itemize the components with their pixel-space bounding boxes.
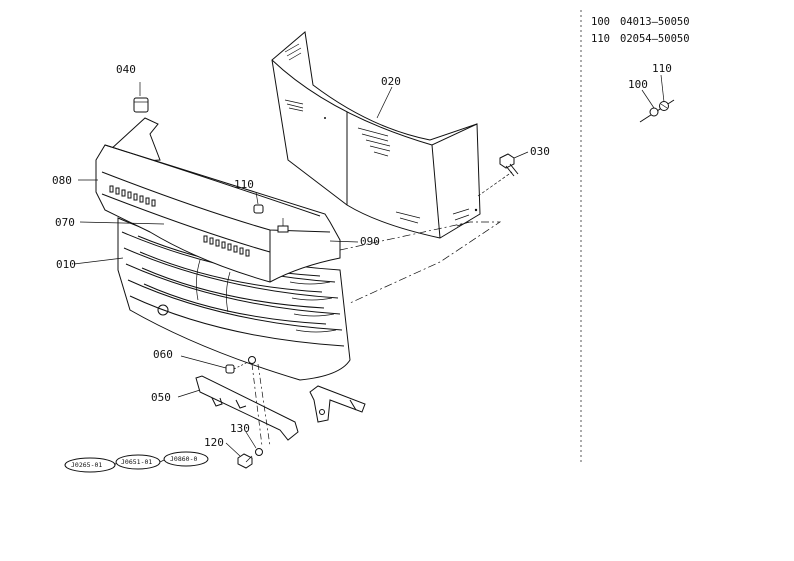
bolt-030: 030 xyxy=(477,145,550,197)
parts-table-ref-100: 100 xyxy=(591,16,610,28)
vent-slots-left xyxy=(109,185,156,207)
bracket-050: 050 xyxy=(151,375,299,441)
callout-110-detail: 110 xyxy=(652,62,672,75)
lower-bracket-right xyxy=(309,385,366,423)
reference-stamps: J0265-01 J0651-01 J0860-0 xyxy=(64,451,209,473)
detail-fasteners: 100 110 xyxy=(628,62,675,123)
parts-table-number-100: 04013—50050 xyxy=(620,16,690,28)
rear-cover-panel: 020 xyxy=(271,31,481,239)
stamp-3: J0860-0 xyxy=(170,455,197,463)
callout-040: 040 xyxy=(116,63,136,76)
callout-010: 010 xyxy=(56,258,76,271)
callout-030: 030 xyxy=(530,145,550,158)
callout-060: 060 xyxy=(153,348,173,361)
callout-120: 120 xyxy=(204,436,224,449)
parts-table-ref-110: 110 xyxy=(591,33,610,45)
cap-040: 040 xyxy=(116,63,149,113)
callout-100-detail: 100 xyxy=(628,78,648,91)
parts-table-number-110: 02054—50050 xyxy=(620,33,690,45)
vent-slots-right xyxy=(203,235,250,257)
callout-080: 080 xyxy=(52,174,72,187)
stamp-1: J0265-01 xyxy=(71,461,102,469)
callout-020: 020 xyxy=(381,75,401,88)
front-bumper: 110 080 070 090 xyxy=(52,144,380,283)
callout-110: 110 xyxy=(234,178,254,191)
callout-070: 070 xyxy=(55,216,75,229)
callout-090: 090 xyxy=(360,235,380,248)
bolt-120-washer-130: 120 130 xyxy=(204,422,263,469)
callout-050: 050 xyxy=(151,391,171,404)
screw-060: 060 xyxy=(153,348,256,374)
stamp-2: J0651-01 xyxy=(121,458,152,466)
callout-130: 130 xyxy=(230,422,250,435)
